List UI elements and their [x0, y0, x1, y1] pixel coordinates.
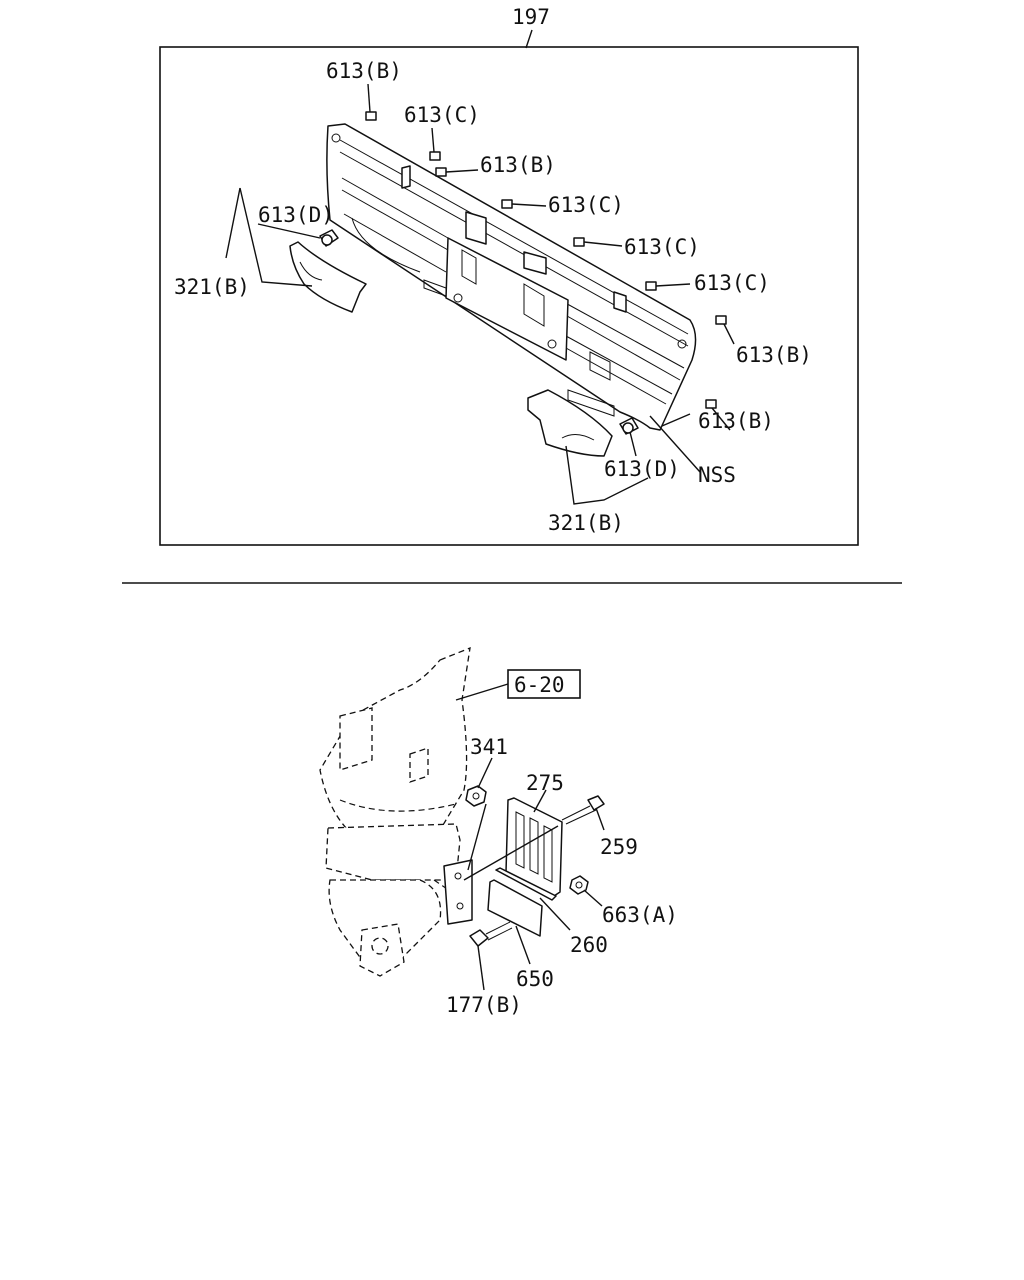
label-613c-4: 613(C): [694, 271, 770, 295]
label-613b-right-1: 613(B): [736, 343, 812, 367]
bolt-177b: [469, 921, 513, 947]
nut-663a: [569, 875, 589, 895]
assembly-leader: [525, 29, 533, 49]
assembly-frame: [159, 46, 859, 546]
label-613c-2: 613(C): [548, 193, 624, 217]
label-663a: 663(A): [602, 903, 678, 927]
bottom-leaders: [463, 757, 605, 991]
plate-260: [495, 867, 557, 901]
label-6-20: 6-20: [514, 673, 565, 697]
label-275: 275: [526, 771, 564, 795]
assembly-label-197: 197: [512, 5, 550, 29]
plate-275: [505, 797, 563, 897]
label-321b-left: 321(B): [174, 275, 250, 299]
bottom-diagram: 6-20: [319, 646, 678, 1017]
label-321b-bottom: 321(B): [548, 511, 624, 535]
label-613b-2: 613(B): [480, 153, 556, 177]
bracket-left: [289, 229, 367, 313]
reference-leader: [455, 683, 509, 701]
label-260: 260: [570, 933, 608, 957]
label-177b: 177(B): [446, 993, 522, 1017]
nut-341: [465, 785, 487, 807]
top-diagram: 197: [159, 5, 859, 546]
label-259: 259: [600, 835, 638, 859]
plate-650: [487, 879, 543, 937]
label-613b-right-2: 613(B): [698, 409, 774, 433]
front-grille: [326, 123, 697, 431]
label-650: 650: [516, 967, 554, 991]
label-nss: NSS: [698, 463, 736, 487]
bracket-bottom: [527, 389, 639, 457]
bolt-259: [561, 795, 605, 825]
label-613c-1: 613(C): [404, 103, 480, 127]
label-613c-3: 613(C): [624, 235, 700, 259]
label-341: 341: [470, 735, 508, 759]
label-613d-left: 613(D): [258, 203, 334, 227]
clip-markers: [365, 111, 727, 409]
mount-bracket: [443, 859, 473, 925]
label-613b-top: 613(B): [326, 59, 402, 83]
top-leaders: [225, 83, 735, 505]
reference-body: [319, 646, 471, 977]
label-613d-bottom: 613(D): [604, 457, 680, 481]
